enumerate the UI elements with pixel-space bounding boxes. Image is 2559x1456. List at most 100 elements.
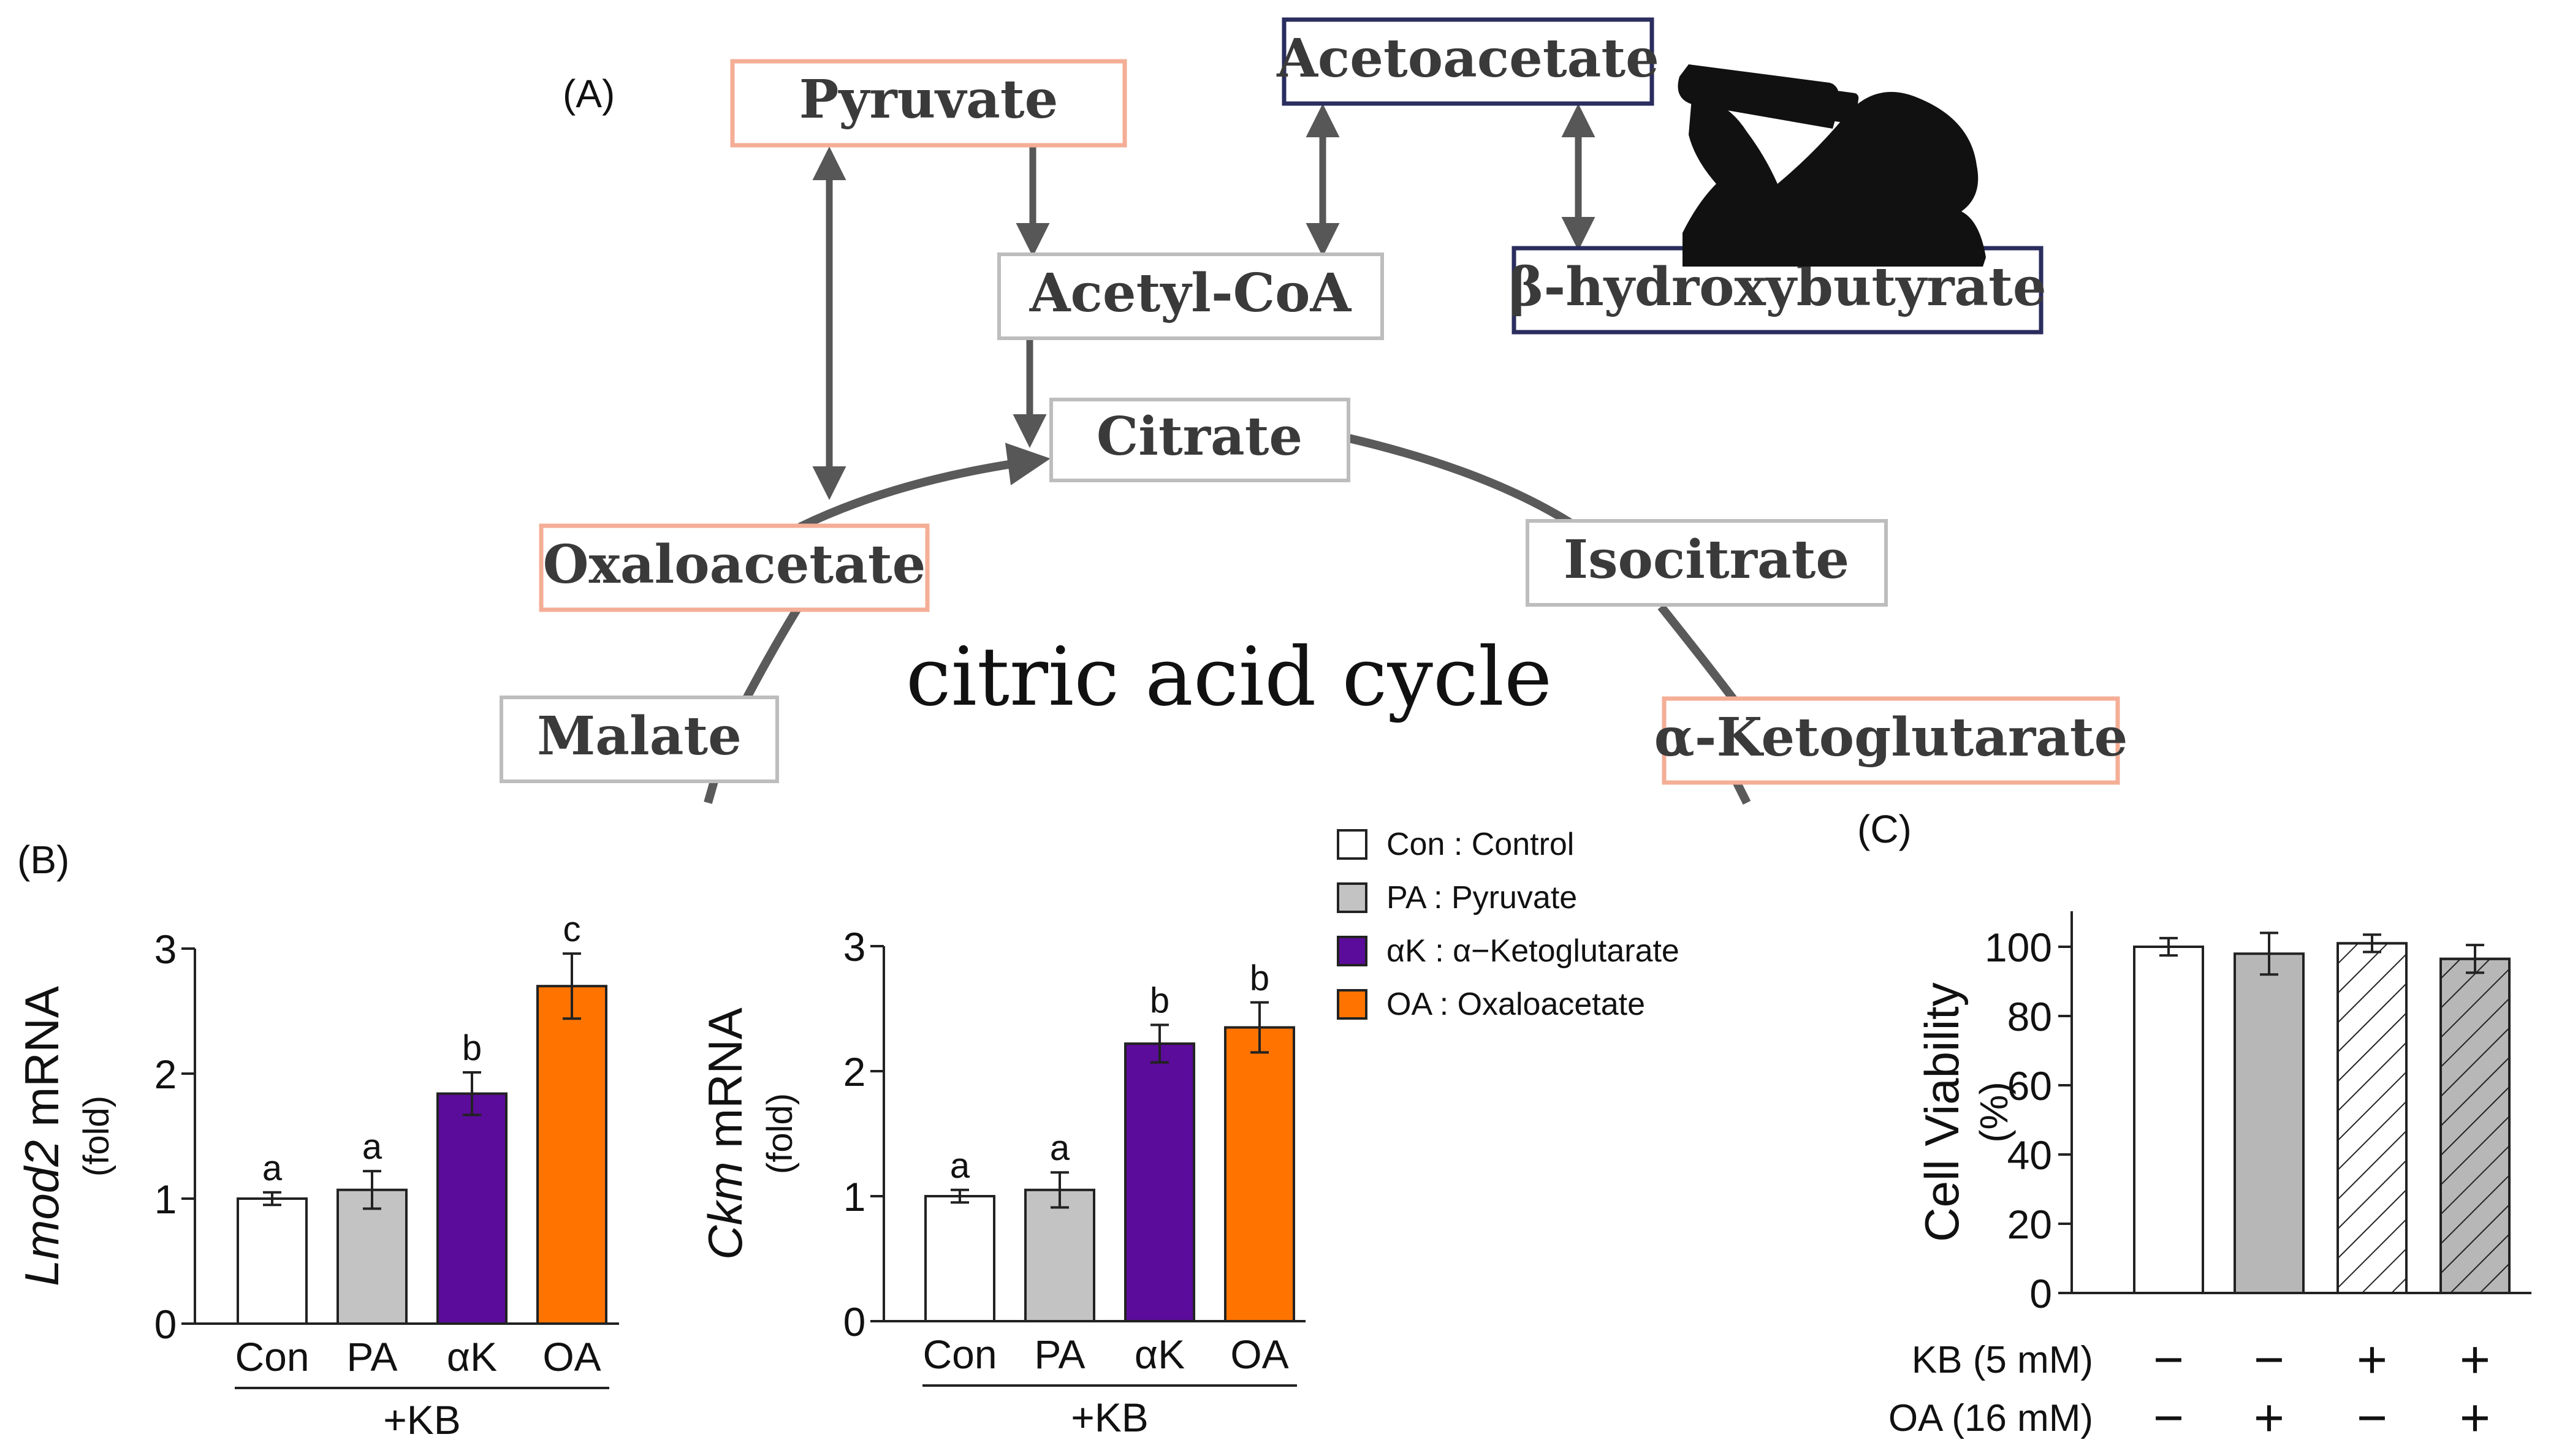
condition-sign: − bbox=[2254, 1330, 2284, 1389]
legend-label-1: PA : Pyruvate bbox=[1386, 880, 1577, 916]
bar-hatch-2 bbox=[2337, 942, 2408, 1294]
x-tick-label: PA bbox=[1034, 1332, 1085, 1377]
y-axis-label-rest: mRNA bbox=[15, 986, 69, 1140]
significance-letter: b bbox=[1250, 958, 1269, 998]
node-isocitrate-label: Isocitrate bbox=[1564, 529, 1849, 591]
condition-sign: + bbox=[2357, 1330, 2387, 1389]
y-tick-label: 40 bbox=[2007, 1132, 2052, 1178]
significance-letter: a bbox=[1050, 1128, 1070, 1168]
y-tick-label: 2 bbox=[154, 1052, 177, 1097]
condition-sign: − bbox=[2153, 1389, 2184, 1447]
bar-2 bbox=[1124, 1042, 1195, 1322]
condition-label-1: OA (16 mM) bbox=[1888, 1397, 2093, 1439]
significance-letter: c bbox=[563, 909, 581, 949]
y-tick-label: 3 bbox=[843, 924, 866, 969]
legend-swatch-2 bbox=[1337, 936, 1367, 966]
node-oxaloacetate: Oxaloacetate bbox=[539, 523, 930, 612]
bar-0 bbox=[237, 1197, 308, 1325]
treatment-legend: Con : Control PA : Pyruvate αK : α−Ketoglu… bbox=[1337, 827, 1679, 1022]
y-tick-label: 20 bbox=[2007, 1202, 2052, 1247]
bar-1 bbox=[337, 1188, 408, 1325]
node-oxaloacetate-label: Oxaloacetate bbox=[543, 534, 926, 596]
legend-label-0: Con : Control bbox=[1386, 827, 1574, 862]
bar-0 bbox=[2133, 946, 2204, 1294]
legend-swatch-0 bbox=[1337, 829, 1367, 860]
panel-label-c: (C) bbox=[1857, 807, 1912, 851]
condition-sign: + bbox=[2460, 1330, 2490, 1389]
legend-label-3: OA : Oxaloacetate bbox=[1386, 987, 1645, 1022]
y-axis-label: Lmod2 mRNA bbox=[15, 986, 69, 1286]
y-tick-label: 100 bbox=[1985, 925, 2052, 970]
significance-letter: a bbox=[362, 1127, 382, 1167]
y-axis-label: Cell Viability bbox=[1915, 982, 1969, 1242]
y-axis-label-italic: Ckm bbox=[698, 1162, 752, 1260]
panel-label-a: (A) bbox=[563, 72, 615, 116]
y-tick-label: 3 bbox=[154, 927, 177, 972]
condition-sign: − bbox=[2357, 1389, 2387, 1447]
y-axis-label-rest: mRNA bbox=[698, 1007, 752, 1161]
significance-letter: b bbox=[462, 1028, 482, 1068]
significance-letter: a bbox=[950, 1146, 970, 1186]
pathway-arrows bbox=[812, 104, 1595, 500]
y-axis-label-italic: Lmod2 bbox=[15, 1140, 69, 1286]
y-axis-label: Ckm mRNA bbox=[698, 1007, 752, 1260]
x-tick-label: Con bbox=[235, 1334, 309, 1379]
x-tick-label: PA bbox=[346, 1334, 397, 1379]
cycle-arc-malate-bottom bbox=[704, 780, 718, 804]
node-ketoglutarate: α-Ketoglutarate bbox=[1654, 696, 2128, 785]
y-axis-unit: (fold) bbox=[760, 1093, 800, 1174]
node-pyruvate-label: Pyruvate bbox=[799, 69, 1059, 131]
legend-label-2: αK : α−Ketoglutarate bbox=[1386, 933, 1679, 969]
bar-hatch-3 bbox=[2439, 957, 2511, 1294]
y-axis-unit: (%) bbox=[1972, 1082, 2016, 1143]
bar-1 bbox=[1024, 1188, 1095, 1323]
significance-letter: a bbox=[262, 1148, 283, 1188]
node-isocitrate: Isocitrate bbox=[1526, 519, 1888, 607]
y-tick-label: 1 bbox=[154, 1177, 177, 1222]
node-acetoacetate-label: Acetoacetate bbox=[1276, 28, 1659, 89]
y-tick-label: 60 bbox=[2007, 1063, 2052, 1109]
node-malate: Malate bbox=[500, 696, 779, 783]
group-label: +KB bbox=[1071, 1395, 1149, 1440]
y-axis-unit: (fold) bbox=[77, 1096, 116, 1177]
cycle-arc-malate-oaa bbox=[740, 607, 800, 704]
x-tick-label: αK bbox=[447, 1334, 497, 1379]
condition-sign: + bbox=[2460, 1389, 2490, 1447]
group-label: +KB bbox=[383, 1397, 461, 1443]
legend-swatch-1 bbox=[1337, 882, 1367, 913]
y-tick-label: 80 bbox=[2007, 994, 2052, 1039]
node-acetoacetate: Acetoacetate bbox=[1276, 17, 1659, 106]
bar-3 bbox=[1224, 1026, 1295, 1322]
y-tick-label: 1 bbox=[843, 1174, 866, 1219]
x-tick-label: Con bbox=[922, 1332, 997, 1377]
y-tick-label: 2 bbox=[843, 1049, 866, 1094]
significance-letter: b bbox=[1150, 981, 1169, 1021]
cycle-center-label: citric acid cycle bbox=[906, 630, 1552, 724]
bar-3 bbox=[536, 985, 607, 1325]
condition-sign: + bbox=[2254, 1389, 2284, 1447]
bar-1 bbox=[2234, 952, 2305, 1295]
y-tick-label: 0 bbox=[154, 1302, 177, 1347]
node-ketoglutarate-label: α-Ketoglutarate bbox=[1654, 707, 2128, 768]
node-pyruvate: Pyruvate bbox=[730, 59, 1127, 148]
node-malate-label: Malate bbox=[537, 705, 742, 767]
x-tick-label: OA bbox=[542, 1334, 601, 1379]
node-citrate-label: Citrate bbox=[1097, 406, 1302, 468]
cycle-arc-isocitrate-akg bbox=[1657, 604, 1741, 708]
condition-label-0: KB (5 mM) bbox=[1912, 1339, 2093, 1381]
y-tick-label: 0 bbox=[2029, 1271, 2052, 1316]
person-drinking-silhouette-icon bbox=[1678, 64, 1986, 267]
node-acetyl-coa-label: Acetyl-CoA bbox=[1029, 262, 1352, 324]
bar-2 bbox=[436, 1092, 508, 1325]
node-citrate: Citrate bbox=[1049, 398, 1350, 482]
condition-sign: − bbox=[2153, 1330, 2184, 1389]
x-tick-label: αK bbox=[1135, 1332, 1185, 1377]
bar-0 bbox=[924, 1195, 995, 1322]
x-tick-label: OA bbox=[1230, 1332, 1288, 1377]
panel-label-b: (B) bbox=[17, 838, 69, 882]
